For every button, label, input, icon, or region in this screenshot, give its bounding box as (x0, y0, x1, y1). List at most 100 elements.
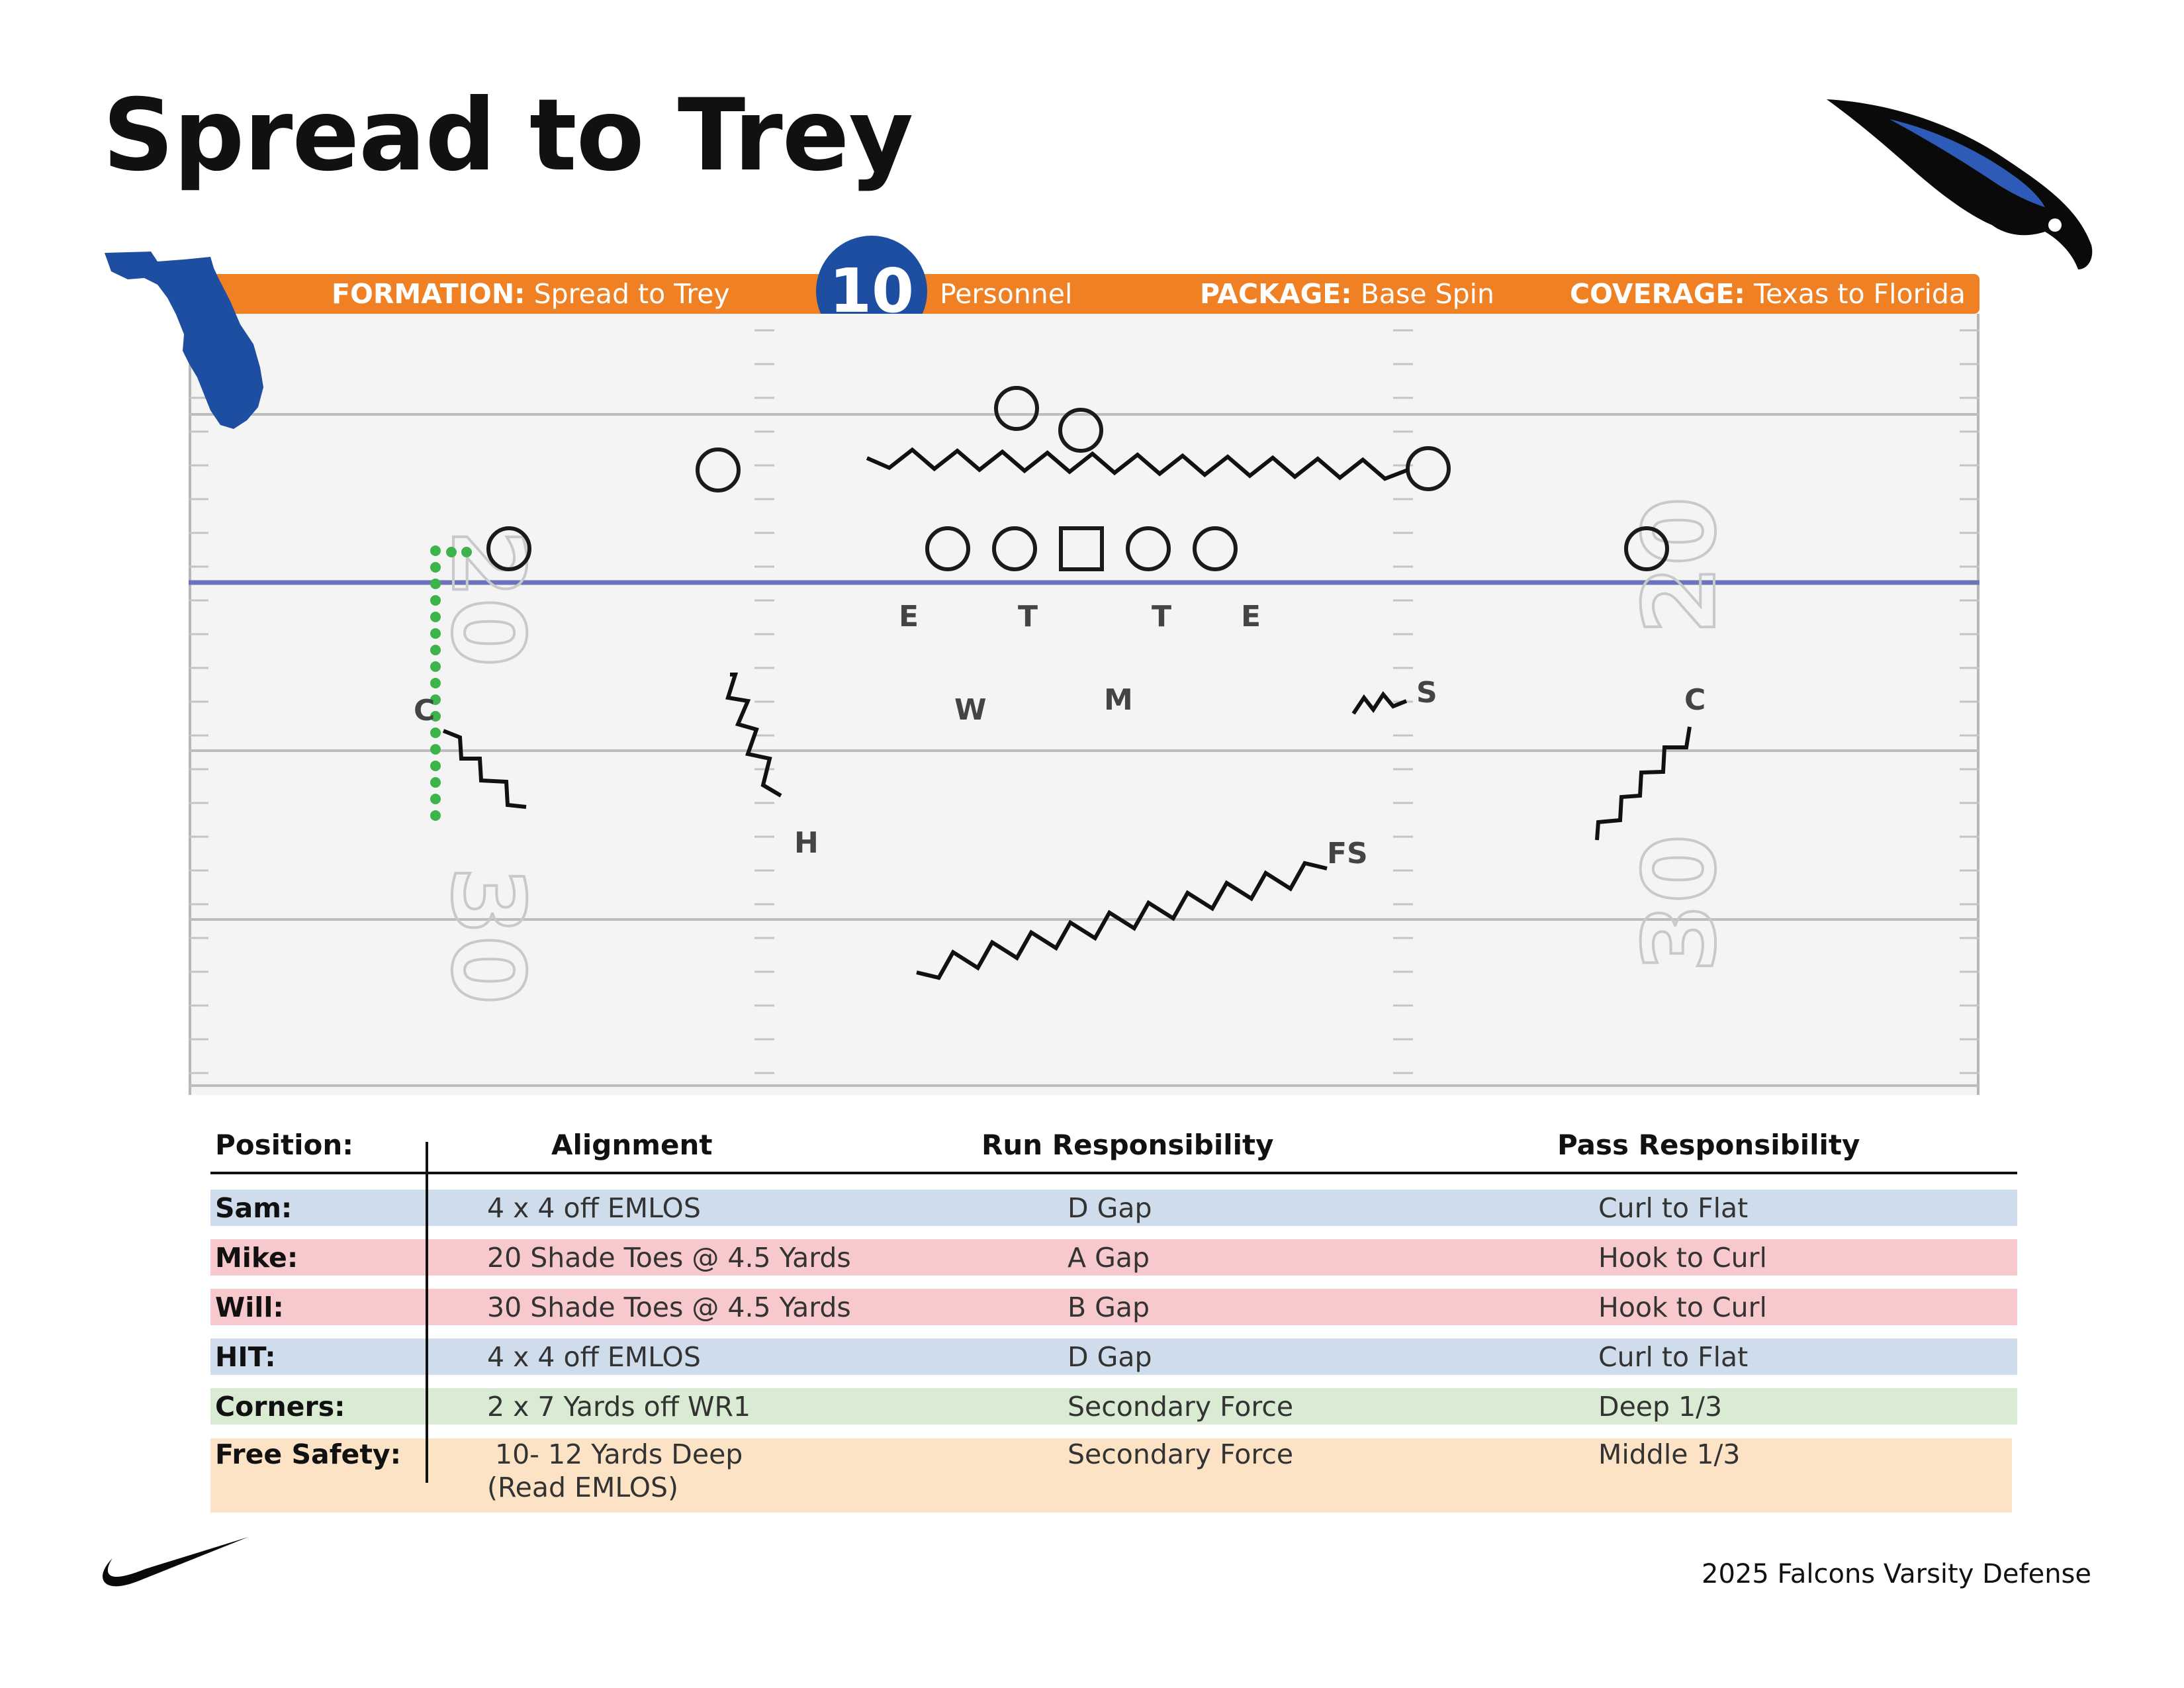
defender-free-safety: FS (1327, 837, 1368, 870)
row-alignment: 2 x 7 Yards off WR1 (487, 1391, 751, 1423)
column-divider (426, 1142, 428, 1483)
table-row: Free Safety: 10- 12 Yards Deep (Read EML… (210, 1434, 2017, 1513)
row-run: B Gap (1068, 1291, 1150, 1323)
field-diagram: 20 30 20 30 E T T E W M S H (189, 314, 1979, 1095)
coverage-label: COVERAGE: (1570, 278, 1745, 310)
row-position: Will: (215, 1291, 284, 1323)
page-title: Spread to Trey (103, 78, 913, 193)
row-alignment: 10- 12 Yards Deep (495, 1438, 743, 1470)
package-value: Base Spin (1360, 278, 1495, 310)
offense (486, 386, 1669, 571)
defender-end-left: E (899, 600, 919, 633)
table-row: Will: 30 Shade Toes @ 4.5 Yards B Gap Ho… (210, 1289, 2017, 1325)
route-dot (430, 711, 441, 722)
offensive-player (696, 447, 741, 492)
package-label: PACKAGE: (1200, 278, 1352, 310)
row-pass: Curl to Flat (1598, 1192, 1749, 1224)
yard-number: 30 (430, 867, 545, 1005)
row-position: Corners: (215, 1391, 345, 1423)
row-pass: Curl to Flat (1598, 1341, 1749, 1373)
row-alignment: 4 x 4 off EMLOS (487, 1341, 701, 1373)
row-position: Sam: (215, 1192, 293, 1224)
row-alignment-note: (Read EMLOS) (487, 1472, 679, 1503)
route-dot (430, 612, 441, 622)
row-background (210, 1388, 2017, 1425)
defender-will: W (954, 693, 987, 727)
florida-map-icon (105, 252, 263, 429)
swoosh-logo (103, 1537, 248, 1587)
free-safety-path (916, 861, 1328, 980)
route-dot (430, 579, 441, 589)
defender-end-right: E (1241, 600, 1261, 633)
offensive-player (1406, 446, 1451, 491)
route-dot (430, 727, 441, 738)
route-dot (430, 777, 441, 788)
header-divider (210, 1172, 2017, 1174)
defender-corner-left: C (414, 694, 435, 727)
corner-left-path (442, 729, 527, 809)
hit-path (725, 673, 782, 798)
offensive-player (925, 526, 970, 571)
personnel-label: Personnel (940, 278, 1073, 310)
route-dot (430, 761, 441, 771)
header-alignment: Alignment (551, 1129, 713, 1161)
row-background (210, 1289, 2017, 1325)
route-dot (430, 678, 441, 688)
corner-right-path (1595, 726, 1692, 841)
defender-hit: H (794, 826, 819, 860)
table-row: Sam: 4 x 4 off EMLOS D Gap Curl to Flat (210, 1190, 2017, 1226)
sam-path (1351, 690, 1408, 715)
header-pass: Pass Responsibility (1557, 1129, 1860, 1161)
route-dot (430, 628, 441, 639)
field-surface (189, 314, 1979, 1095)
formation-info: FORMATION: Spread to Trey (332, 274, 730, 314)
offensive-player (1624, 526, 1669, 571)
receiver-route-dots (430, 545, 472, 821)
route-dot (430, 661, 441, 672)
package-info: PACKAGE: Base Spin (1200, 274, 1494, 314)
route-dot (430, 810, 441, 821)
offensive-player (1126, 526, 1171, 571)
route-dot (461, 547, 472, 557)
table-row: HIT: 4 x 4 off EMLOS D Gap Curl to Flat (210, 1338, 2017, 1375)
row-pass: Hook to Curl (1598, 1291, 1767, 1323)
row-alignment: 20 Shade Toes @ 4.5 Yards (487, 1242, 851, 1274)
header-position: Position: (215, 1129, 354, 1161)
offensive-player (486, 526, 531, 571)
offensive-player (1058, 408, 1103, 453)
hash-marks (189, 329, 1979, 1074)
route-dot (430, 545, 441, 556)
route-dot (430, 694, 441, 705)
formation-header-bar: FORMATION: Spread to Trey Personnel PACK… (189, 274, 1979, 314)
offensive-player (994, 386, 1039, 431)
yard-number: 20 (1623, 496, 1738, 635)
row-run: D Gap (1068, 1192, 1152, 1224)
yard-number: 30 (1623, 834, 1738, 972)
defender-mike: M (1104, 683, 1133, 717)
yard-lines (189, 413, 1979, 1087)
header-run: Run Responsibility (981, 1129, 1274, 1161)
motion-path (866, 447, 1409, 481)
defender-corner-right: C (1684, 683, 1706, 717)
row-background (210, 1438, 2012, 1513)
route-dot (430, 645, 441, 655)
coverage-info: COVERAGE: Texas to Florida (1570, 274, 1966, 314)
row-run: Secondary Force (1068, 1391, 1294, 1423)
row-alignment: 4 x 4 off EMLOS (487, 1192, 701, 1224)
row-run: D Gap (1068, 1341, 1152, 1373)
defender-tackle-left: T (1018, 600, 1038, 633)
responsibility-table: Position: Alignment Run Responsibility P… (210, 1129, 2017, 1519)
falcon-head-logo (1827, 99, 2093, 269)
table-row: Corners: 2 x 7 Yards off WR1 Secondary F… (210, 1388, 2017, 1425)
row-background (210, 1190, 2017, 1226)
route-dot (430, 794, 441, 804)
row-run: Secondary Force (1068, 1438, 1294, 1470)
route-dot (430, 562, 441, 573)
center-player (1059, 526, 1104, 571)
row-pass: Deep 1/3 (1598, 1391, 1723, 1423)
row-run: A Gap (1068, 1242, 1150, 1274)
route-dot (430, 595, 441, 606)
route-dot (446, 547, 457, 557)
offensive-player (992, 526, 1037, 571)
formation-value: Spread to Trey (533, 278, 730, 310)
